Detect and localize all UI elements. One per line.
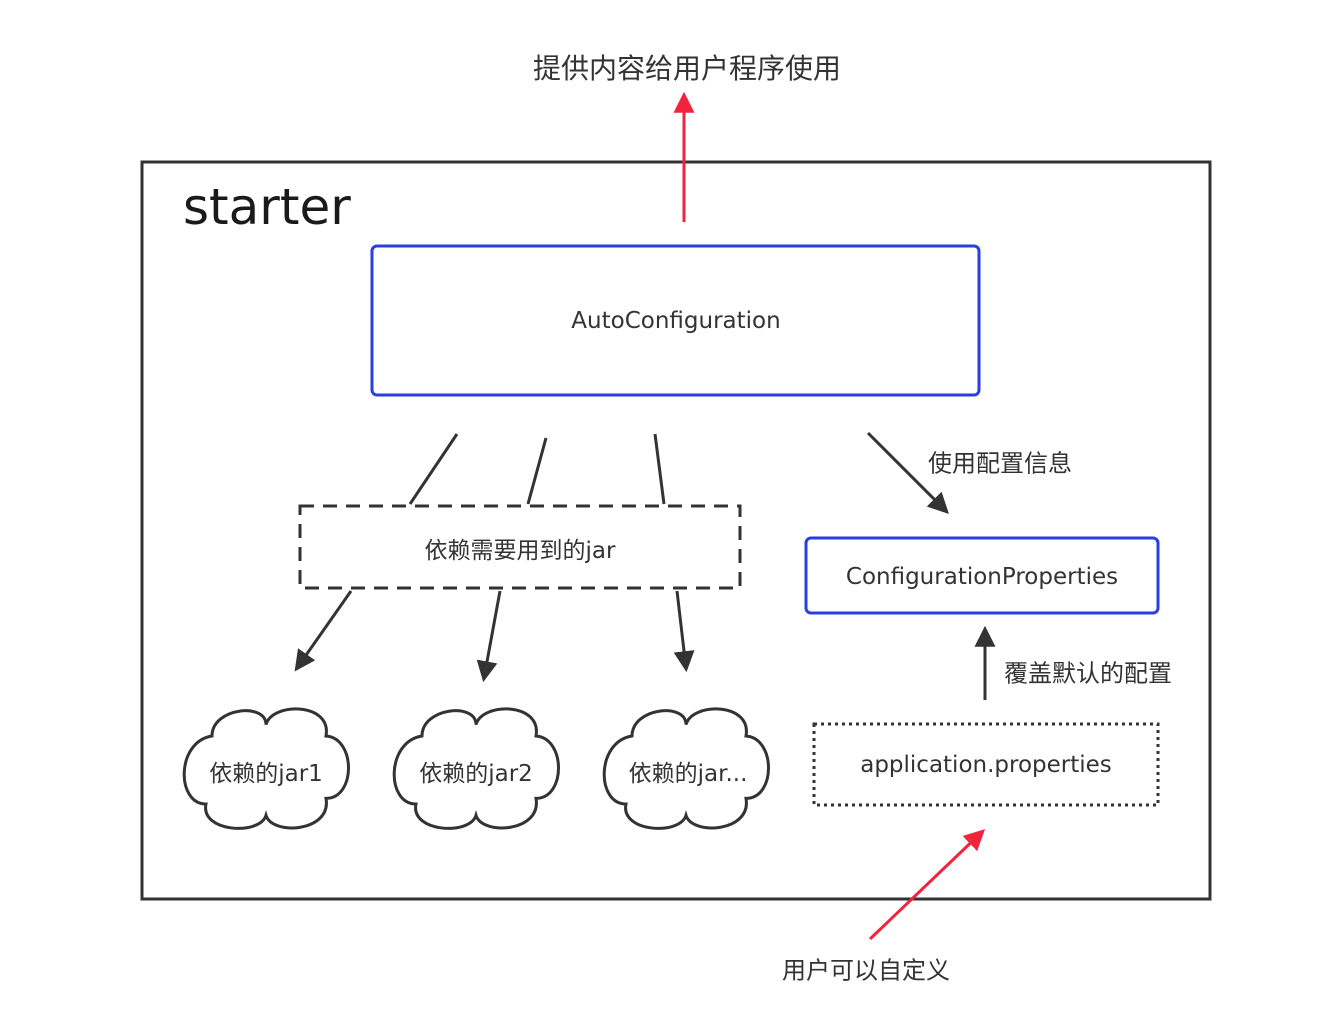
arrow-to-jar1 [294,590,353,672]
configuration-properties-box[interactable] [804,536,1160,615]
provide-to-user-label: 提供内容给用户程序使用 [532,52,842,85]
configuration-properties-label: ConfigurationProperties [845,564,1119,590]
starter-container [140,160,1212,901]
application-properties-box[interactable] [812,722,1160,807]
dependency-jars-box[interactable] [298,504,742,590]
jar1-label: 依赖的jar1 [209,761,323,787]
override-default-label: 覆盖默认的配置 [1004,659,1172,688]
auto-configuration-label: AutoConfiguration [571,308,781,334]
connector-line-3 [653,433,666,505]
application-properties-label: application.properties [860,752,1112,778]
use-config-info-label: 使用配置信息 [928,449,1072,478]
cloud-jar1[interactable] [184,709,348,828]
arrow-user-customizable [868,829,986,941]
arrow-to-jar-more [673,590,695,673]
starter-title: starter [183,178,351,236]
arrow-to-jar2 [476,590,502,683]
auto-configuration-box[interactable] [370,244,981,397]
jar2-label: 依赖的jar2 [419,761,533,787]
connector-line-2 [526,437,548,505]
cloud-jar2[interactable] [394,709,558,828]
connector-line-1 [408,433,459,505]
cloud-jar-more[interactable] [604,709,768,828]
jar-more-label: 依赖的jar... [628,761,748,787]
dependency-jars-label: 依赖需要用到的jar [424,538,616,564]
user-customizable-label: 用户可以自定义 [782,956,950,985]
arrow-use-config [866,431,949,514]
